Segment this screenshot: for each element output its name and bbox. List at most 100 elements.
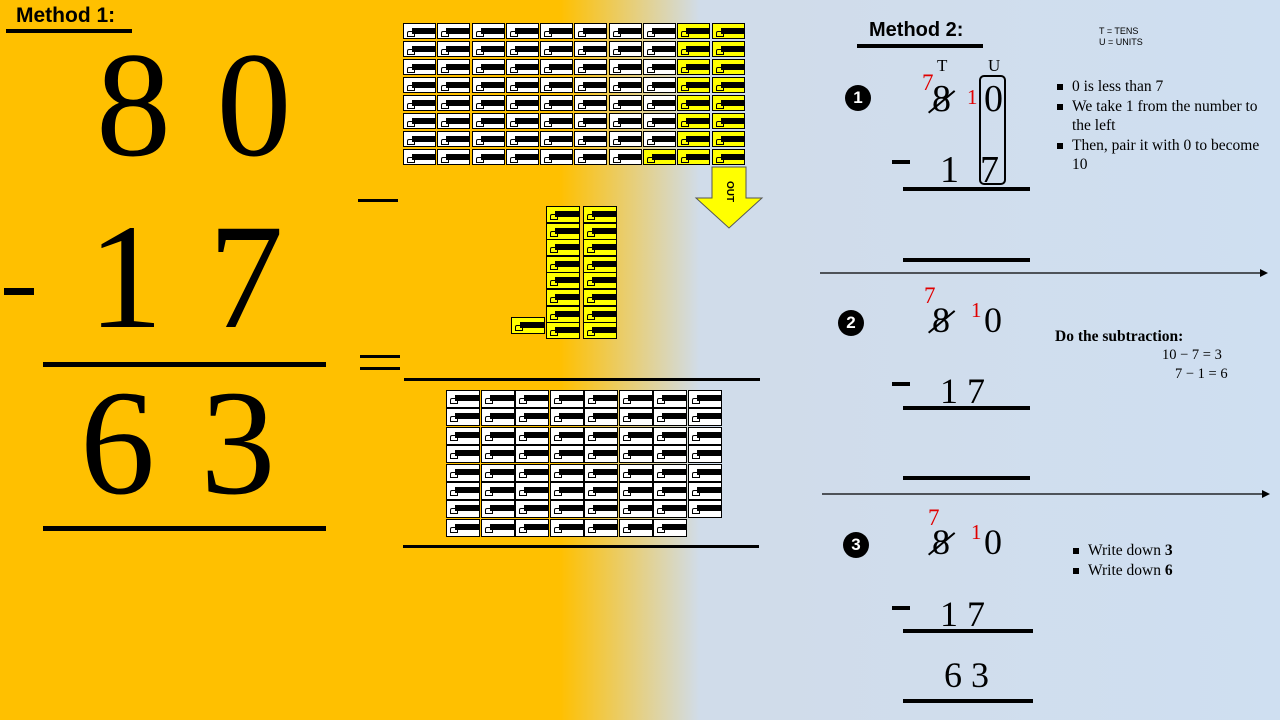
- step1-sub-tens: 1: [940, 149, 959, 191]
- block-cell: [574, 113, 608, 129]
- step1-line-top: [903, 187, 1030, 191]
- block-cell: [540, 95, 574, 111]
- block-cell: [711, 23, 745, 39]
- block-cell: [515, 482, 549, 500]
- block-cell: [643, 131, 677, 147]
- column-header-units: U: [988, 56, 1001, 75]
- block-cell: [505, 77, 539, 93]
- block-cell: [643, 59, 677, 75]
- block-cell: [711, 77, 745, 93]
- divider-arrow-1: [820, 269, 1268, 277]
- block-cell: [505, 23, 539, 39]
- block-cell: [540, 41, 574, 57]
- block-cell: [540, 59, 574, 75]
- block-cell: [471, 59, 505, 75]
- block-cell: [653, 426, 687, 445]
- out-label: OUT: [724, 180, 736, 202]
- step1-new-tens: 7: [922, 70, 934, 95]
- block-cell: [608, 131, 642, 147]
- block-cell: [549, 482, 584, 500]
- step2-units-digit: 0: [984, 300, 1002, 340]
- block-cell: [618, 500, 653, 519]
- column-header-tens: T: [937, 56, 948, 75]
- block-cell: [608, 59, 642, 75]
- method1-subtrahend: 1 7: [88, 194, 288, 360]
- block-cell: [471, 77, 505, 93]
- block-cell: [574, 131, 608, 147]
- block-cell: [540, 23, 574, 39]
- block-cell: [437, 23, 471, 39]
- block-cell: [574, 59, 608, 75]
- step2-minus: [892, 382, 910, 386]
- block-cell: [584, 408, 618, 427]
- block-cell: [574, 149, 608, 165]
- block-cell: [688, 426, 722, 445]
- block-cell: [480, 445, 515, 464]
- step1-note: 0 is less than 7: [1054, 77, 1274, 97]
- step1-minus: [892, 160, 910, 164]
- step1-borrow: 1: [967, 85, 978, 109]
- step1-number-badge: 1: [845, 85, 871, 111]
- block-cell: [446, 463, 480, 482]
- block-cell: [653, 518, 687, 537]
- block-cell: [653, 390, 687, 408]
- block-cell: [540, 149, 574, 165]
- block-cell: [549, 445, 584, 464]
- step3-subtrahend: 1 7: [940, 594, 985, 634]
- block-cell: [549, 463, 584, 482]
- block-cell: [618, 445, 653, 464]
- step1-note: We take 1 from the number to the left: [1054, 97, 1274, 136]
- block-cell: [643, 149, 677, 165]
- block-cell: [403, 131, 436, 147]
- block-cell: [446, 518, 480, 537]
- method1-minus-sign: [4, 288, 34, 295]
- step2-equation-2: 7 − 1 = 6: [1175, 366, 1228, 382]
- block-cell: [515, 445, 549, 464]
- step2-borrow: 1: [971, 298, 982, 322]
- block-cell: [505, 131, 539, 147]
- block-cell: [574, 95, 608, 111]
- block-cell: [403, 23, 436, 39]
- block-cell: [711, 41, 745, 57]
- block-cell: [618, 426, 653, 445]
- block-cell: [608, 41, 642, 57]
- step2-number-badge: 2: [838, 310, 864, 336]
- block-cell: [584, 445, 618, 464]
- block-cell: [446, 390, 480, 408]
- block-cell: [505, 41, 539, 57]
- block-cell: [471, 95, 505, 111]
- block-cell: [711, 95, 745, 111]
- block-cell: [677, 23, 711, 39]
- block-cell: [546, 206, 580, 223]
- block-cell: [437, 77, 471, 93]
- block-cell: [403, 95, 436, 111]
- block-cell: [584, 518, 618, 537]
- block-cell: [608, 95, 642, 111]
- block-cell: [403, 59, 436, 75]
- block-cell: [540, 77, 574, 93]
- block-cell: [549, 518, 584, 537]
- block-cell: [540, 131, 574, 147]
- block-cell: [608, 149, 642, 165]
- block-cell: [583, 289, 617, 306]
- block-cell: [403, 113, 436, 129]
- divider-arrow-2: [822, 490, 1270, 498]
- block-cell: [403, 149, 436, 165]
- block-cell: [480, 518, 515, 537]
- block-cell: [653, 463, 687, 482]
- block-cell: [574, 77, 608, 93]
- block-cell: [583, 255, 617, 273]
- block-cell: [653, 500, 687, 519]
- block-cell: [584, 482, 618, 500]
- block-cell: [480, 408, 515, 427]
- block-cell: [583, 206, 617, 223]
- block-cell: [437, 59, 471, 75]
- block-cell: [546, 322, 580, 340]
- step3-borrow: 1: [971, 520, 982, 544]
- step3-notes: Write down 3 Write down 6: [1070, 541, 1173, 580]
- block-cell: [688, 482, 722, 500]
- block-cell: [643, 113, 677, 129]
- block-cell: [546, 239, 580, 257]
- method2-title: Method 2:: [869, 19, 964, 41]
- block-cell: [403, 77, 436, 93]
